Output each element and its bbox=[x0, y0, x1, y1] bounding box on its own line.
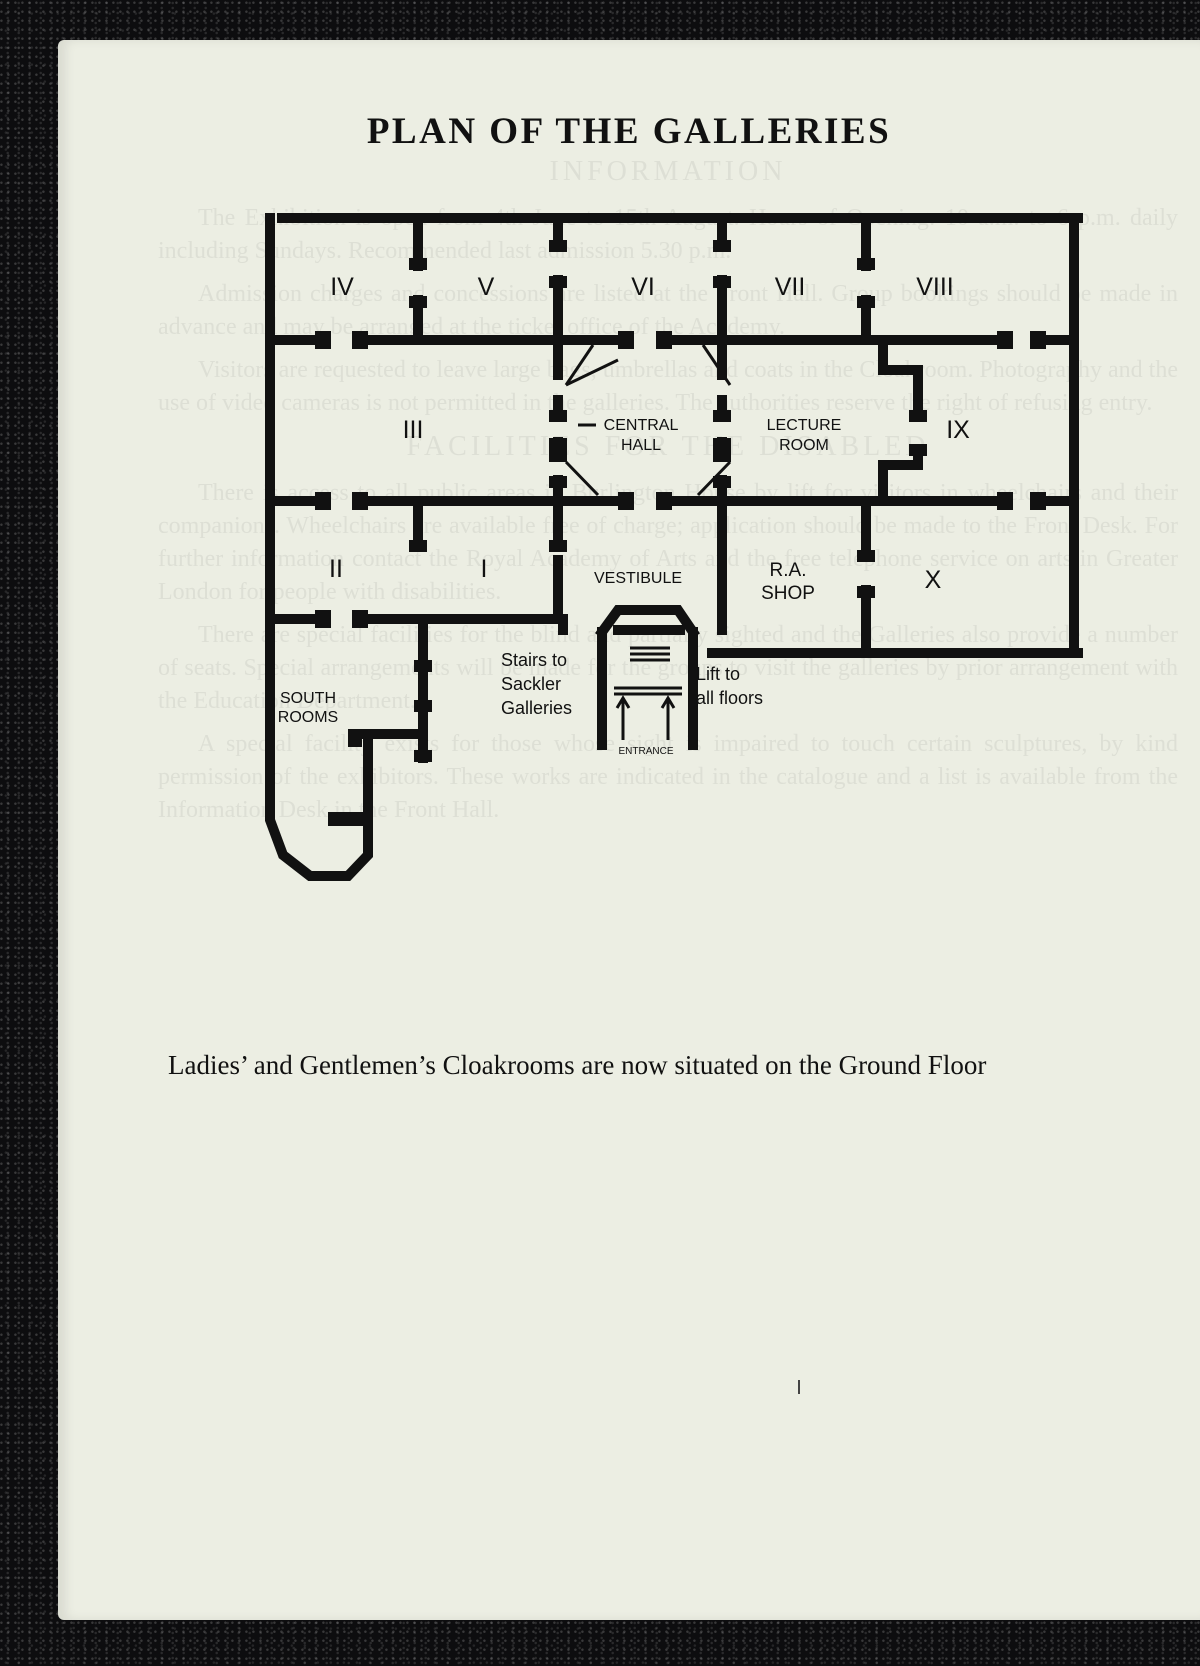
plan-walls bbox=[265, 213, 1083, 881]
lift-label-line1: Lift to bbox=[696, 664, 740, 684]
gallery-v-label: V bbox=[478, 273, 495, 301]
gallery-vii-label: VII bbox=[775, 273, 806, 301]
leaflet-page: INFORMATION The Exhibition is open from … bbox=[58, 40, 1200, 1620]
entrance-label: ENTRANCE bbox=[618, 746, 673, 757]
page-mark bbox=[798, 1380, 800, 1394]
ra-shop-label-line2: SHOP bbox=[761, 583, 815, 604]
south-rooms-label-line2: ROOMS bbox=[278, 709, 338, 726]
lift-label-line2: all floors bbox=[696, 688, 763, 708]
gallery-ii-label: II bbox=[329, 555, 343, 583]
gallery-iii-label: III bbox=[403, 416, 424, 444]
stairs-label-line2: Sackler bbox=[501, 674, 561, 694]
plan-doorway-caps bbox=[315, 240, 1046, 826]
lecture-room-label-line1: LECTURE bbox=[767, 417, 842, 434]
lecture-room-label-line2: ROOM bbox=[779, 437, 829, 454]
stairs-label-line3: Galleries bbox=[501, 698, 572, 718]
gallery-viii-label: VIII bbox=[916, 273, 954, 301]
south-rooms-label-line1: SOUTH bbox=[280, 690, 336, 707]
stairs-label-line1: Stairs to bbox=[501, 650, 567, 670]
central-hall-label-line2: HALL bbox=[621, 437, 661, 454]
vestibule-label: VESTIBULE bbox=[594, 570, 682, 587]
gallery-i-label: I bbox=[481, 555, 488, 583]
plan-stair-lines bbox=[564, 344, 732, 740]
gallery-iv-label: IV bbox=[330, 273, 354, 301]
gallery-ix-label: IX bbox=[946, 416, 970, 444]
gallery-vi-label: VI bbox=[631, 273, 655, 301]
cloakroom-note: Ladies’ and Gentlemen’s Cloakrooms are n… bbox=[168, 1050, 987, 1080]
gallery-floor-plan: IV V VI VII VIII III IX II I X CENTRAL H… bbox=[265, 213, 1083, 881]
gallery-x-label: X bbox=[925, 566, 942, 594]
ra-shop-label-line1: R.A. bbox=[770, 560, 807, 581]
central-hall-label-line1: CENTRAL bbox=[604, 417, 679, 434]
page-title: PLAN OF THE GALLERIES bbox=[366, 111, 892, 152]
